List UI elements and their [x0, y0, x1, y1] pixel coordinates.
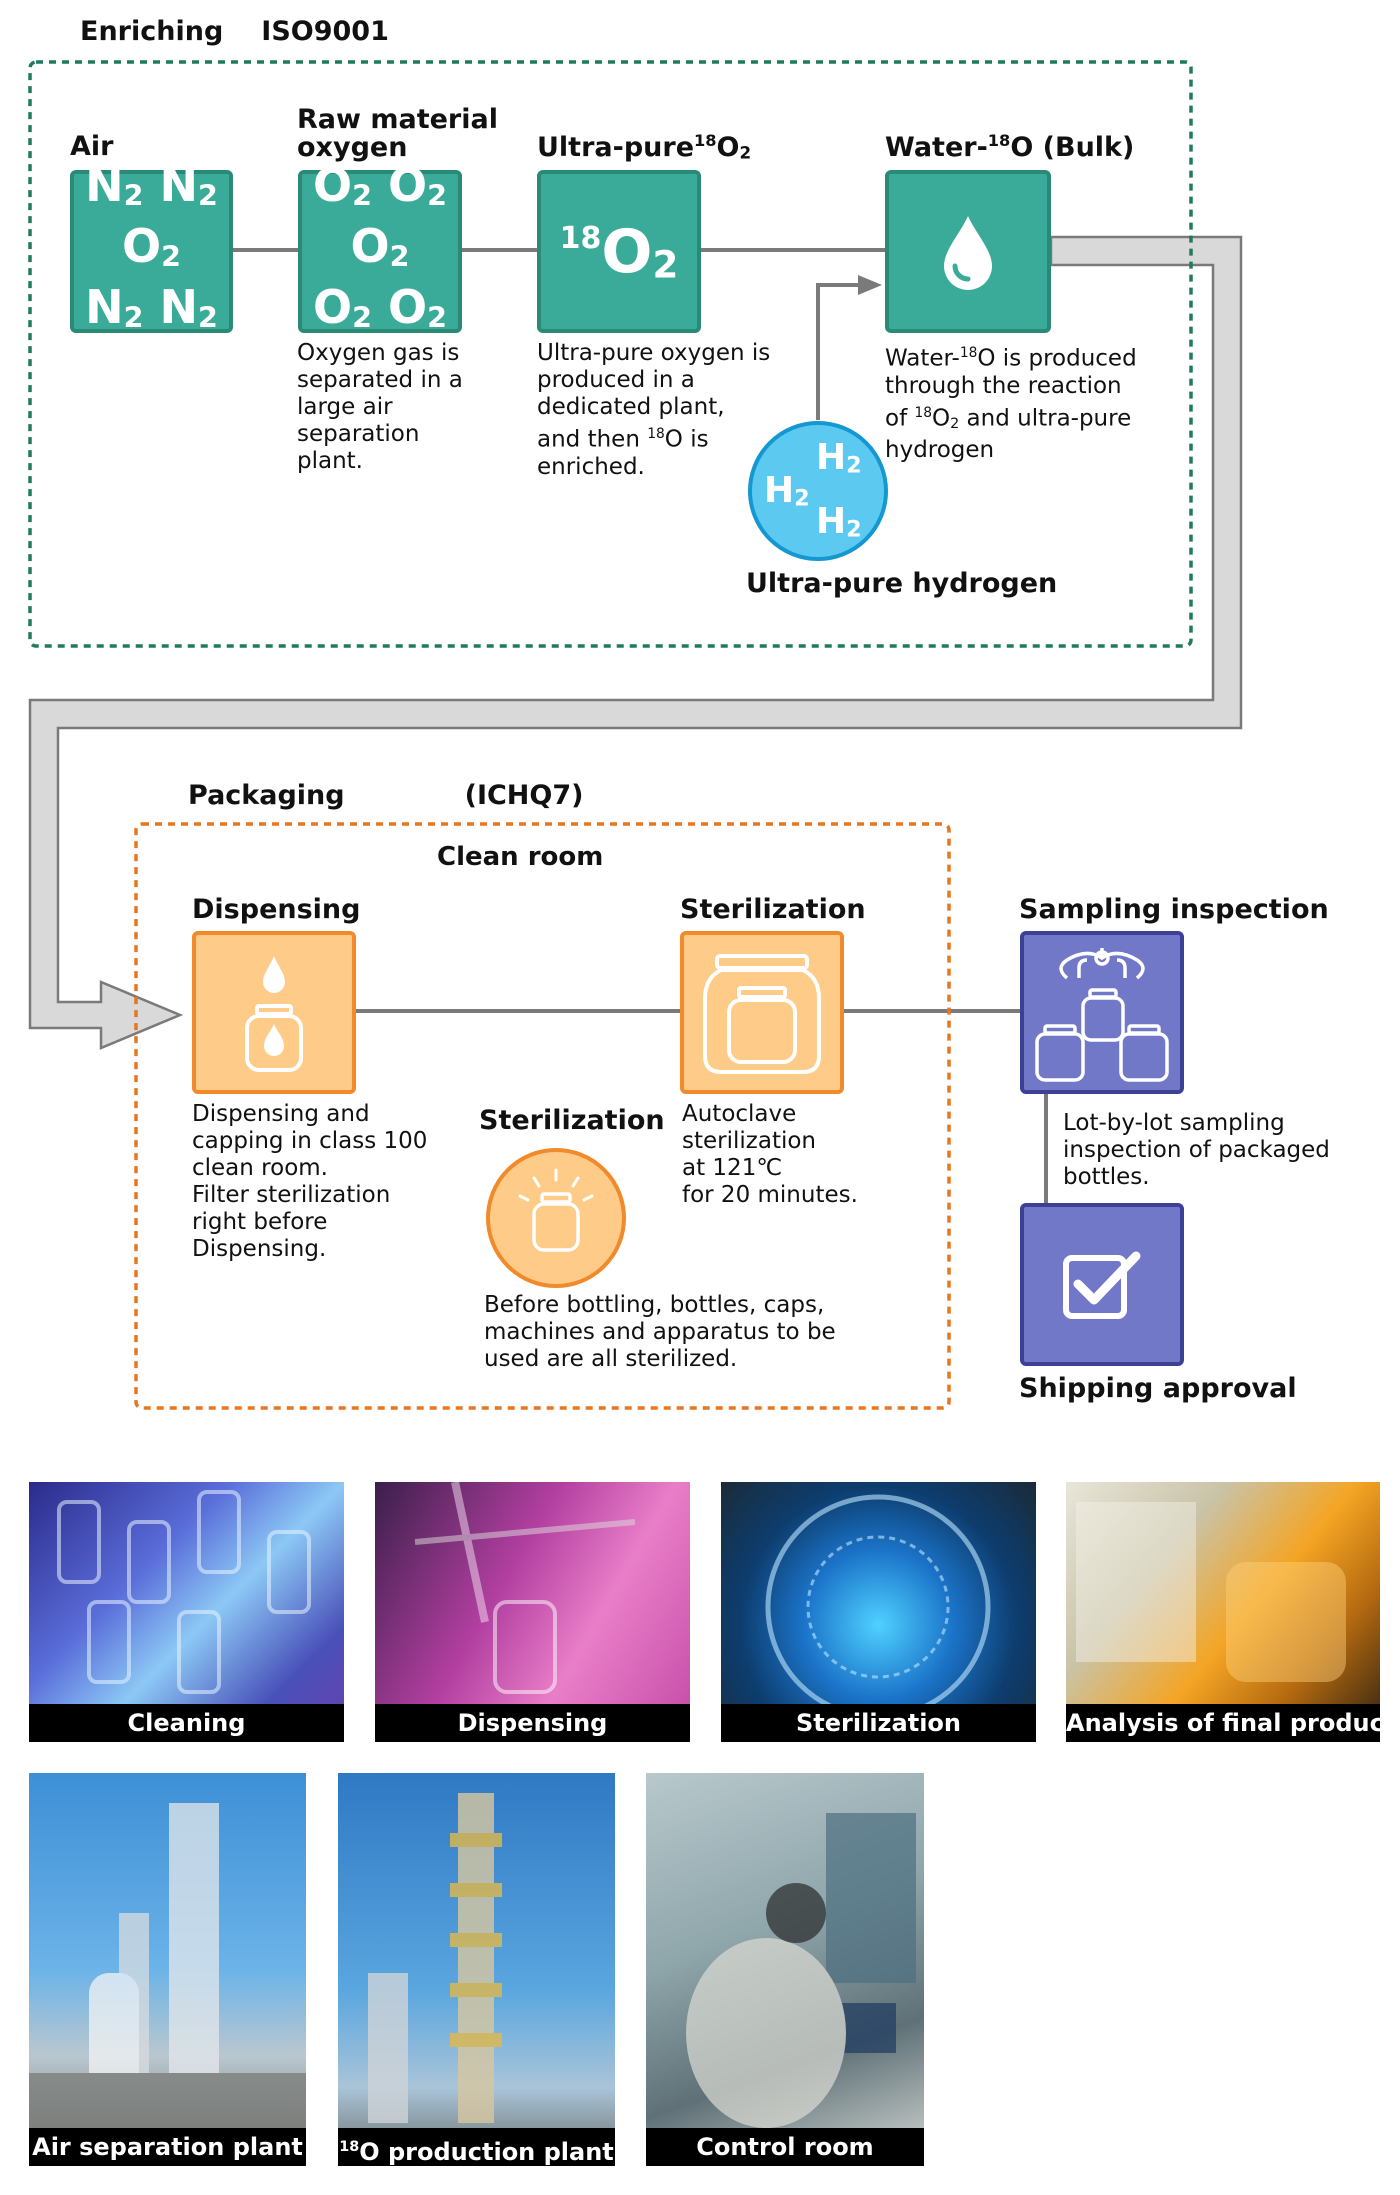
ultra-pure-o2-label: Ultra-pure18O2	[537, 131, 752, 163]
sterilizer-basket-illustration	[765, 1494, 991, 1704]
sterilization-photo: Sterilization	[721, 1482, 1036, 1742]
ultra-pure-o2-description: Ultra-pure oxygen is produced in a dedic…	[537, 340, 771, 480]
analysis-illustration	[1076, 1502, 1346, 1682]
clean-room-label: Clean room	[437, 842, 604, 872]
dispensing-photo: Dispensing	[375, 1482, 690, 1742]
jar-in-jar-glyph	[703, 953, 821, 1074]
connector-hydrogen-water	[816, 283, 860, 420]
raw-oxygen-description: Oxygen gas is separated in a large air s…	[297, 340, 463, 474]
checkmark-icon	[1063, 1251, 1141, 1319]
drop-into-bottle-glyph	[245, 955, 303, 1072]
flow-diagram-lines	[28, 60, 1243, 1410]
autoclave-jar-icon	[680, 931, 844, 1094]
sterilized-bottle-icon	[486, 1148, 626, 1288]
sterilization-description: Autoclave sterilization at 121℃ for 20 m…	[682, 1101, 858, 1208]
air-separation-plant-photo: Air separation plant	[29, 1773, 306, 2166]
air-label: Air	[70, 131, 114, 162]
control-room-photo: Control room	[646, 1773, 924, 2166]
cleaning-caption: Cleaning	[29, 1704, 344, 1742]
shipping-approval-checkbox-icon	[1020, 1203, 1184, 1366]
sterilization-label: Sterilization	[680, 894, 866, 925]
vials-illustration	[57, 1490, 311, 1694]
o18-production-plant-photo: 18O production plant	[338, 1773, 615, 2166]
cleaning-photo: Cleaning	[29, 1482, 344, 1742]
o18-molecule-icon: 18O2	[537, 170, 701, 333]
enriching-container	[28, 60, 1193, 648]
dispensing-description: Dispensing and capping in class 100 clea…	[192, 1101, 428, 1262]
shipping-approval-label: Shipping approval	[1019, 1373, 1297, 1404]
control-room-illustration	[686, 1813, 916, 2128]
sampling-inspection-label: Sampling inspection	[1019, 894, 1329, 925]
water-o18-label: Water-18O (Bulk)	[885, 131, 1135, 163]
control-room-caption: Control room	[646, 2128, 924, 2166]
dispensing-illustration	[414, 1482, 636, 1694]
analysis-photo: Analysis of final products	[1066, 1482, 1380, 1742]
o18-production-plant-caption: 18O production plant	[338, 2128, 615, 2166]
water-droplet-glyph	[944, 215, 992, 290]
water-o18-description: Water-18O is produced through the reacti…	[885, 345, 1137, 464]
packaging-title: Packaging(ICHQ7)	[188, 780, 584, 811]
bottle-with-rays-glyph	[518, 1168, 594, 1252]
sterilization-caption: Sterilization	[721, 1704, 1036, 1742]
dispensing-bottle-icon	[192, 931, 356, 1094]
bottles-sampling-glyph	[1035, 947, 1169, 1082]
tower-illustration	[368, 1793, 502, 2123]
hydrogen-label: Ultra-pure hydrogen	[746, 568, 1058, 599]
arrowhead-hydrogen	[858, 275, 882, 295]
pre-sterilization-label: Sterilization	[479, 1105, 665, 1136]
plant-illustration	[29, 1803, 306, 2128]
analysis-caption: Analysis of final products	[1066, 1704, 1380, 1742]
hydrogen-molecules-icon: H2 H2 H2	[748, 421, 888, 561]
sampling-description: Lot-by-lot sampling inspection of packag…	[1063, 1110, 1330, 1190]
dispensing-label: Dispensing	[192, 894, 361, 925]
pre-sterilization-description: Before bottling, bottles, caps, machines…	[484, 1292, 836, 1372]
sampling-bottles-icon	[1020, 931, 1184, 1094]
packaging-container	[134, 822, 951, 1410]
air-separation-plant-caption: Air separation plant	[29, 2128, 306, 2166]
water-drop-icon	[885, 170, 1051, 333]
transfer-arrow	[28, 235, 1243, 1050]
dispensing-caption: Dispensing	[375, 1704, 690, 1742]
